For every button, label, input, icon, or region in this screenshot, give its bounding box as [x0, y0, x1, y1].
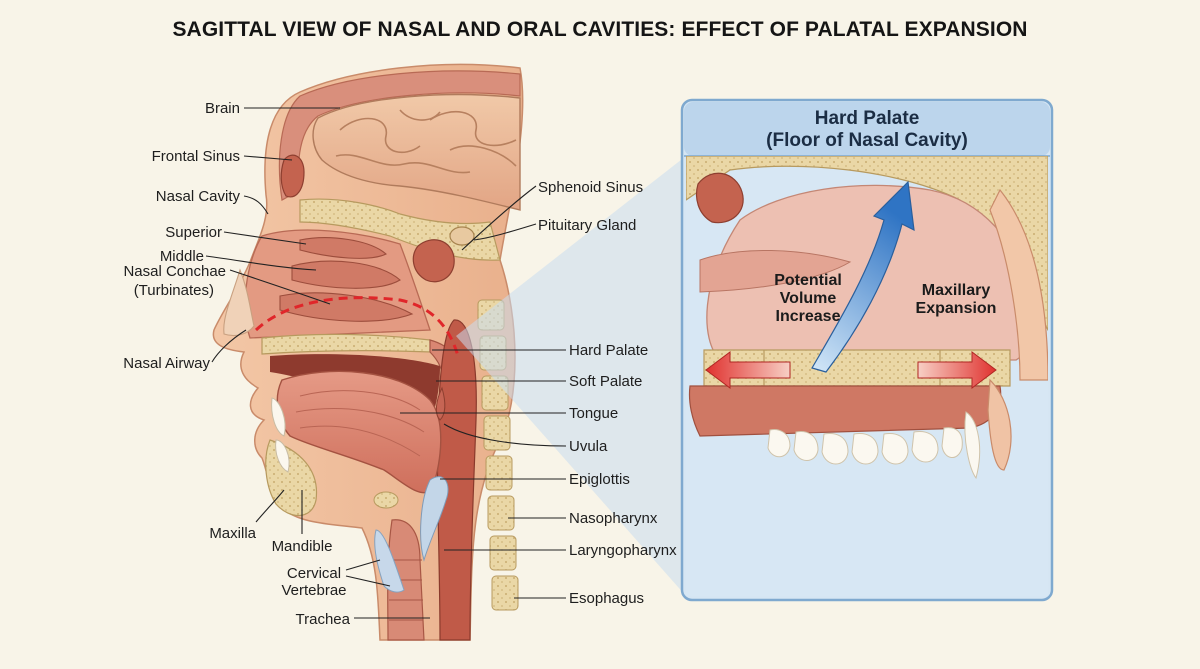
projection-wedge	[456, 156, 686, 596]
label-frontal-sinus: Frontal Sinus	[152, 148, 240, 165]
pituitary-gland	[449, 226, 475, 246]
inset-title-line1: Hard Palate	[815, 108, 920, 129]
label-soft-palate: Soft Palate	[569, 373, 642, 390]
hyoid-bone	[373, 491, 399, 509]
label-nasal-conchae: Nasal Conchae	[123, 263, 226, 280]
inferior-concha	[279, 292, 414, 322]
frontal-sinus	[280, 154, 305, 198]
inset-text: Hard Palate (Floor of Nasal Cavity) Pote…	[766, 108, 996, 325]
epiglottis	[420, 476, 449, 562]
uvula	[435, 386, 446, 421]
expansion-arrow-right	[917, 351, 997, 389]
label-middle: Middle	[160, 248, 204, 265]
label-maxillary: Maxillary	[922, 282, 991, 299]
inset-lip	[987, 378, 1012, 471]
label-volume: Volume	[780, 290, 837, 307]
inset-concha	[699, 249, 852, 293]
lower-incisor	[275, 439, 290, 473]
tongue-fibers	[295, 390, 425, 457]
head-cross-section	[212, 63, 524, 641]
label-expansion: Expansion	[916, 300, 997, 317]
inset-teeth	[767, 411, 981, 480]
page-title: SAGITTAL VIEW OF NASAL AND ORAL CAVITIES…	[172, 18, 1028, 41]
laryngeal-cartilage	[374, 529, 405, 593]
expansion-arrow-left	[705, 351, 791, 389]
label-uvula: Uvula	[569, 438, 608, 455]
label-nasopharynx: Nasopharynx	[569, 510, 658, 527]
skull	[278, 70, 521, 201]
sphenoid-sinus	[412, 239, 455, 283]
inset-header	[684, 102, 1050, 156]
leader-lines	[205, 107, 567, 619]
label-nasal-cavity: Nasal Cavity	[156, 188, 241, 205]
middle-concha	[291, 260, 401, 289]
label-potential: Potential	[774, 272, 842, 289]
label-vertebrae: Vertebrae	[281, 582, 346, 599]
nasal-airway-dashes	[254, 296, 460, 357]
label-sphenoid-sinus: Sphenoid Sinus	[538, 179, 643, 196]
label-trachea: Trachea	[296, 611, 351, 628]
right-labels: Sphenoid Sinus Pituitary Gland Hard Pala…	[538, 179, 677, 607]
label-esophagus: Esophagus	[569, 590, 644, 607]
inset-sinus	[695, 172, 744, 224]
label-turbinates: (Turbinates)	[134, 282, 214, 299]
brain	[312, 93, 521, 211]
inset-nose-skin	[989, 188, 1048, 381]
label-maxilla: Maxilla	[209, 525, 256, 542]
label-cervical: Cervical	[287, 565, 341, 582]
tongue	[276, 370, 442, 494]
volume-arrow	[811, 180, 915, 373]
hard-palate	[261, 333, 433, 355]
label-hard-palate: Hard Palate	[569, 342, 648, 359]
label-epiglottis: Epiglottis	[569, 471, 630, 488]
label-tongue: Tongue	[569, 405, 618, 422]
label-increase: Increase	[776, 308, 841, 325]
label-pituitary-gland: Pituitary Gland	[538, 217, 636, 234]
label-laryngopharynx: Laryngopharynx	[569, 542, 677, 559]
label-brain: Brain	[205, 100, 240, 117]
left-labels: Brain Frontal Sinus Nasal Cavity Superio…	[123, 100, 350, 628]
cranial-base-bone	[299, 198, 501, 261]
inset-panel	[680, 98, 1054, 602]
label-superior: Superior	[165, 224, 222, 241]
brain-gyri	[335, 109, 517, 174]
superior-concha	[299, 237, 387, 259]
upper-incisor	[271, 397, 286, 437]
label-mandible: Mandible	[272, 538, 333, 555]
label-nasal-airway: Nasal Airway	[123, 355, 210, 372]
inset-title-line2: (Floor of Nasal Cavity)	[766, 130, 968, 151]
